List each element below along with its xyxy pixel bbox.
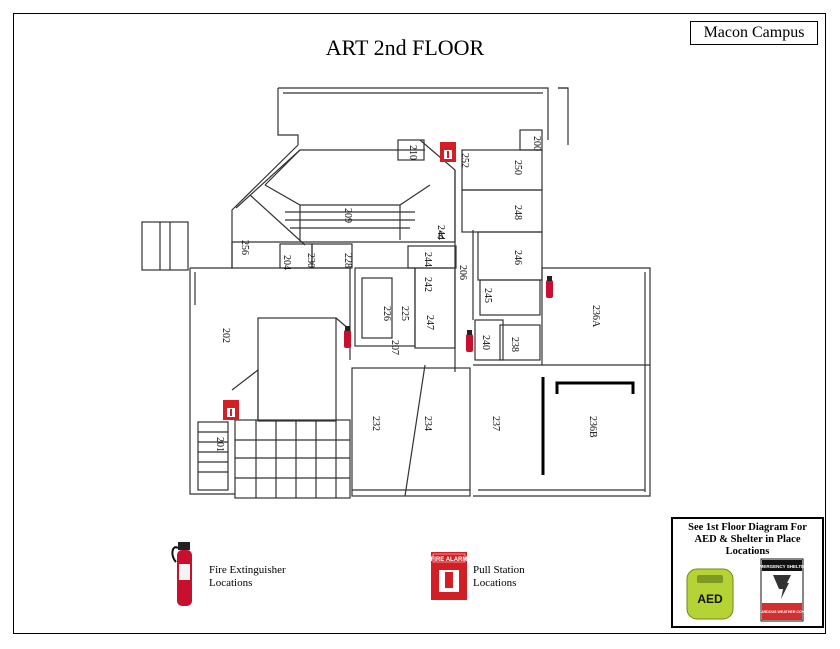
fire-extinguisher-icon (466, 330, 473, 352)
room-labels: 200 210 252 250 248 246 209 256 204 230 … (214, 136, 601, 452)
room-236b: 236B (587, 416, 598, 438)
aed-note-line2: AED & Shelter in Place (694, 534, 801, 545)
room-252: 252 (459, 153, 470, 168)
aed-label: AED (697, 592, 723, 606)
fire-extinguisher-legend: Fire Extinguisher Locations (209, 564, 286, 590)
fire-legend-line1: Fire Extinguisher (209, 564, 286, 576)
room-244b: 244 (422, 252, 433, 267)
campus-label: Macon Campus (690, 21, 818, 45)
fire-extinguisher-icon (546, 276, 553, 298)
shelter-sign-top: EMERGENCY SHELTER (757, 564, 809, 569)
plan-pull-stations (223, 142, 456, 420)
room-209: 209 (342, 208, 353, 223)
room-207: 207 (389, 340, 400, 355)
aed-note-title: See 1st Floor Diagram For AED & Shelter … (673, 522, 822, 558)
pull-sign-text: FIRE ALARM (431, 557, 468, 563)
pull-station-icon (223, 400, 239, 420)
aed-shelter-note: See 1st Floor Diagram For AED & Shelter … (671, 517, 824, 628)
aed-device-icon: AED (686, 568, 734, 620)
aed-note-line3: Locations (725, 546, 770, 557)
room-237: 237 (490, 416, 501, 431)
pull-legend-line2: Locations (473, 577, 517, 589)
shelter-sign-bottom: FOR HAZARDOUS WEATHER CONDITIONS (745, 610, 820, 614)
pull-station-icon (440, 142, 456, 162)
shelter-sign-icon: EMERGENCY SHELTER FOR HAZARDOUS WEATHER … (745, 558, 820, 622)
room-256: 256 (239, 240, 250, 255)
room-243-a: A (437, 230, 445, 241)
room-232: 232 (370, 416, 381, 431)
room-234: 234 (422, 416, 433, 431)
room-240: 240 (480, 335, 491, 350)
fire-extinguisher-icon (171, 542, 192, 606)
page-title: ART 2nd FLOOR (325, 35, 485, 60)
room-225: 225 (399, 306, 410, 321)
room-246: 246 (512, 250, 523, 265)
room-206: 206 (457, 265, 468, 280)
fire-legend-line2: Locations (209, 577, 253, 589)
room-242: 242 (422, 277, 433, 292)
room-202: 202 (220, 328, 231, 343)
pull-legend-line1: Pull Station (473, 564, 525, 576)
partitions (541, 377, 635, 475)
room-244a: 244 (435, 225, 446, 240)
plan-extinguishers (344, 276, 553, 352)
room-228: 228 (342, 253, 353, 268)
room-200: 200 (531, 136, 542, 151)
room-247: 247 (424, 315, 435, 330)
room-238: 238 (509, 337, 520, 352)
aed-shelter-graphics: AED EMERGENCY SHELTER FOR HAZARDOUS WEAT… (686, 558, 820, 622)
room-230: 230 (305, 253, 316, 268)
room-248: 248 (512, 205, 523, 220)
room-210: 210 (407, 145, 418, 160)
walls (141, 87, 651, 499)
room-204: 204 (281, 255, 292, 270)
fire-extinguisher-icon (344, 326, 351, 348)
page-frame (13, 13, 826, 634)
room-245: 245 (482, 288, 493, 303)
room-236a: 236A (590, 305, 601, 328)
room-201: 201 (214, 437, 225, 452)
pull-station-icon: FIRE ALARM (431, 552, 468, 600)
pull-station-legend: Pull Station Locations (473, 564, 525, 590)
room-250: 250 (512, 160, 523, 175)
aed-note-line1: See 1st Floor Diagram For (688, 522, 807, 533)
room-226: 226 (381, 306, 392, 321)
